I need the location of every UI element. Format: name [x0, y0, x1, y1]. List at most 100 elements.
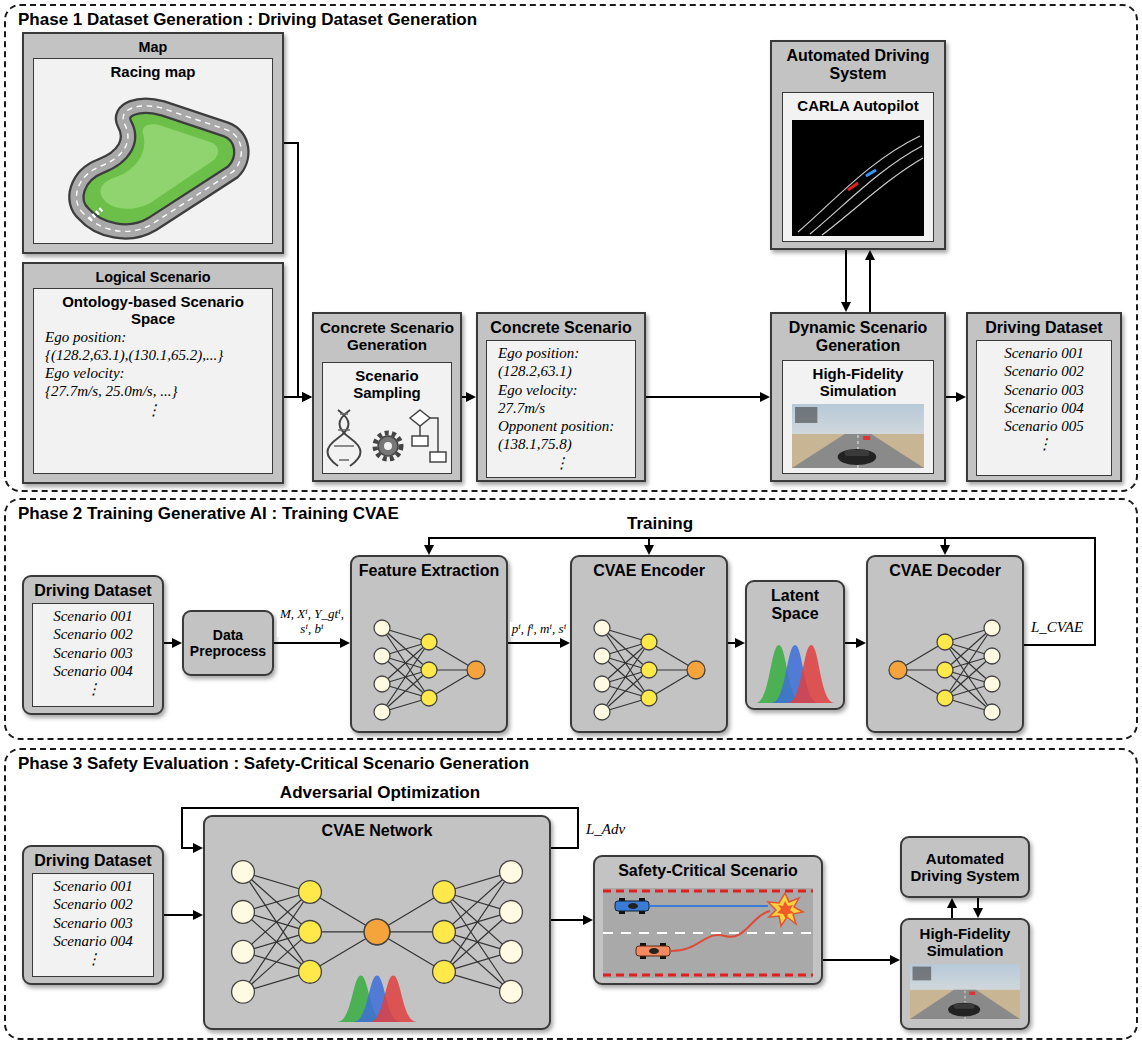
neural-network: [889, 620, 1000, 720]
neural-network-part: [889, 620, 1000, 720]
process-box: Safety-Critical Scenario: [593, 855, 823, 985]
process-box: Logical ScenarioOntology-based Scenario …: [22, 262, 284, 484]
list-item: Scenario 004: [53, 663, 133, 680]
inner-panel: Ontology-based Scenario SpaceEgo positio…: [33, 288, 273, 474]
sampling-icon-part: [340, 413, 348, 415]
parameter-text: Ego position:: [492, 345, 630, 362]
critical-scenario-figure-part-part: [639, 911, 645, 914]
critical-scenario-figure-part-part: [628, 903, 638, 909]
simulation-screenshot-part: [792, 404, 924, 468]
connector-arrow: [284, 392, 312, 402]
sampling-icon-part: [410, 410, 430, 426]
cvae-network-figure-part: [364, 861, 522, 1004]
arrowhead: [940, 545, 950, 555]
racing-track-part: [76, 106, 241, 231]
critical-scenario-figure-part: [603, 888, 813, 978]
box-title: Driving Dataset: [34, 852, 151, 870]
box-title: CVAE Network: [322, 822, 433, 840]
critical-scenario-figure-part: [636, 943, 670, 959]
annotation-label: Adversarial Optimization: [280, 783, 480, 803]
phase-panel: Phase 3 Safety Evaluation : Safety-Criti…: [4, 748, 1138, 1040]
inner-panel: High-Fidelity Simulation: [782, 360, 934, 474]
box-title: Feature Extraction: [359, 562, 499, 580]
arrowhead: [760, 392, 770, 402]
connector-line: [646, 396, 761, 398]
autopilot-screen-part: [848, 183, 858, 190]
list-item: Scenario 001: [53, 878, 133, 895]
autopilot-screen: [792, 120, 924, 236]
inner-panel: CARLA Autopilot: [782, 92, 934, 242]
connector-arrow: [823, 955, 900, 965]
connector-line: [284, 396, 303, 398]
cvae-network-figure: [232, 861, 523, 1022]
process-box: Dynamic Scenario GenerationHigh-Fidelity…: [770, 312, 946, 482]
edge-label: M, Xⁱ, Y_gtⁱ, sⁱ, bⁱ: [277, 607, 347, 637]
list-item: ⋮: [86, 951, 101, 968]
arrowhead: [644, 545, 654, 555]
connector-line: [845, 250, 847, 303]
critical-scenario-figure-part-part: [619, 898, 625, 901]
critical-scenario-figure-part-part: [660, 956, 666, 959]
arrowhead: [856, 638, 866, 648]
critical-scenario-figure-part: [768, 893, 803, 926]
inner-panel: Scenario Sampling: [322, 362, 452, 474]
connector-line: [508, 642, 561, 644]
connector-arrow: [646, 392, 770, 402]
racing-track-part-part: [76, 106, 241, 231]
critical-scenario-figure-part: [777, 901, 794, 919]
cvae-network-figure-part: [337, 976, 416, 1022]
box-title: Driving Dataset: [985, 319, 1102, 337]
process-box: Data Preprocess: [182, 610, 274, 676]
sampling-icon-part: [412, 436, 428, 446]
connector-arrow: [551, 915, 593, 925]
connector-arrow: [946, 392, 966, 402]
panel-title: High-Fidelity Simulation: [788, 365, 928, 400]
arrowhead: [890, 955, 900, 965]
connector-arrow: [947, 898, 957, 918]
racing-track-part-part: [76, 106, 241, 231]
box-title: Concrete Scenario: [490, 319, 631, 337]
sampling-icon-part: [375, 433, 401, 459]
process-box: Concrete ScenarioEgo position:(128.2,63.…: [476, 312, 646, 482]
connector-line: [946, 396, 957, 398]
phase-panel: Phase 1 Dataset Generation : Driving Dat…: [4, 4, 1138, 492]
critical-scenario-figure-part-part: [640, 956, 646, 959]
sampling-icon-part: [328, 410, 349, 466]
connector-arrow: [284, 143, 312, 402]
critical-scenario-figure-part-part: [660, 943, 666, 946]
latent-distributions: [755, 645, 834, 703]
box-title: Driving Dataset: [34, 582, 151, 600]
arrowhead: [973, 908, 983, 918]
box-title: Map: [139, 39, 168, 56]
critical-scenario-figure-part-part: [619, 911, 625, 914]
box-title: Dynamic Scenario Generation: [776, 319, 940, 356]
arrowhead: [424, 545, 434, 555]
sampling-icon: [328, 410, 447, 466]
sampling-icon-part: [430, 418, 438, 452]
process-box: CVAE Network: [203, 815, 551, 1030]
box-title: CVAE Decoder: [889, 562, 1001, 580]
panel-title: Scenario Sampling: [328, 367, 446, 402]
connector-line: [951, 907, 953, 918]
connector-arrow: [865, 250, 875, 312]
autopilot-screen-part: [810, 146, 922, 234]
connector-arrow: [841, 250, 851, 312]
process-box: Feature Extraction: [350, 555, 508, 733]
sampling-icon-part: [340, 410, 361, 466]
simulation-screenshot: [792, 404, 924, 468]
connector-line: [164, 642, 173, 644]
process-box: Driving DatasetScenario 001Scenario 002S…: [22, 575, 164, 715]
process-box: CVAE Decoder: [866, 555, 1024, 733]
critical-scenario-figure-part-part: [639, 898, 645, 901]
connector-line: [462, 396, 467, 398]
connector-line: [274, 642, 341, 644]
critical-scenario-figure-part-part: [615, 901, 649, 911]
annotation-label: L_CVAE: [1031, 619, 1083, 636]
box-title: Automated Driving System: [776, 47, 940, 84]
phase-title: Phase 3 Safety Evaluation : Safety-Criti…: [18, 754, 529, 774]
connector-arrow: [973, 898, 983, 918]
sampling-icon-part: [430, 452, 446, 462]
autopilot-screen-part: [822, 158, 923, 235]
arrowhead: [947, 898, 957, 908]
process-box: Latent Space: [745, 580, 845, 710]
